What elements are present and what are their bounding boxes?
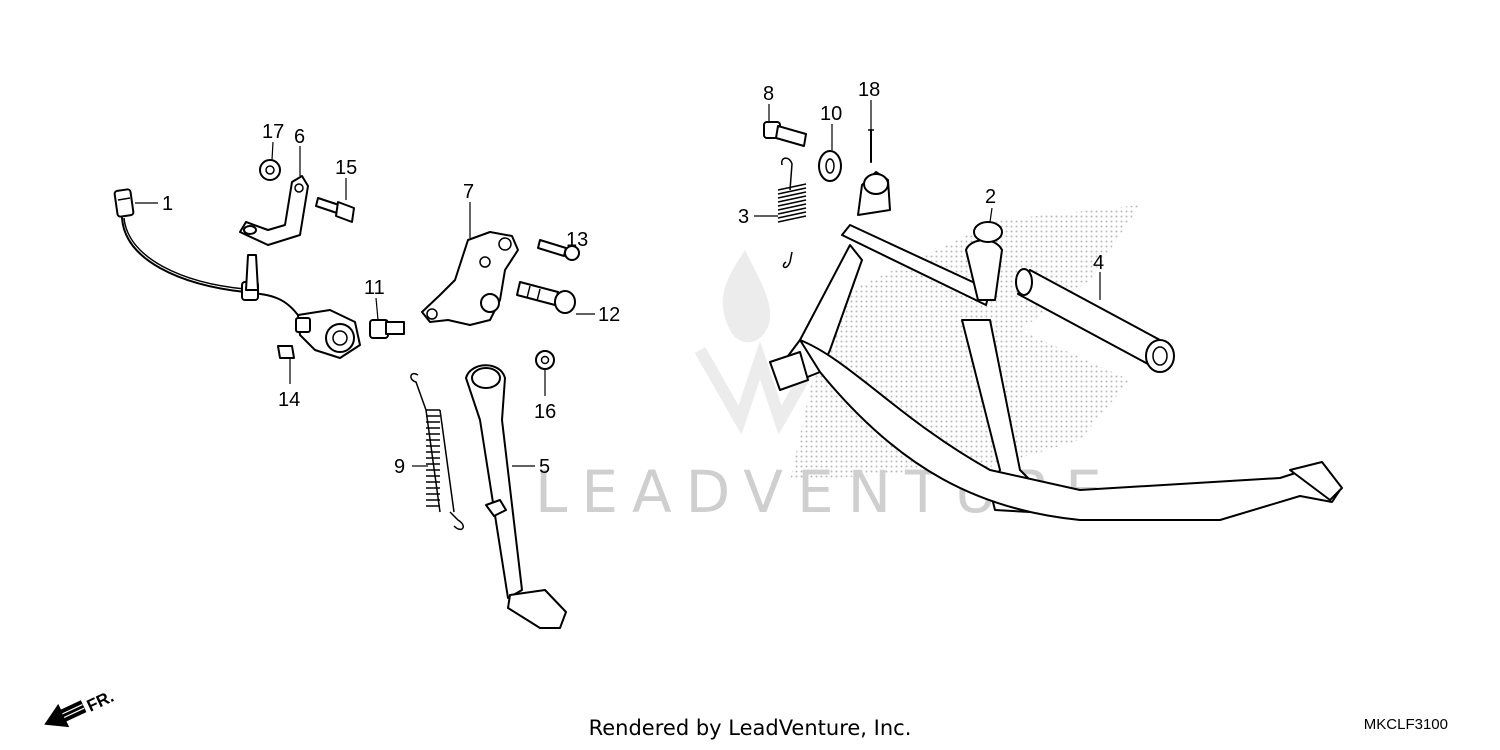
callout-2: 2 xyxy=(985,186,996,208)
callout-18: 18 xyxy=(858,79,880,101)
part-side-stand-switch[interactable] xyxy=(113,188,361,359)
diagram-code: MKCLF3100 xyxy=(1363,716,1448,733)
part-spring-9[interactable] xyxy=(410,372,464,531)
callout-10: 10 xyxy=(820,103,842,125)
part-pivot-bolt[interactable] xyxy=(763,121,807,147)
footer-credit: Rendered by LeadVenture, Inc. xyxy=(588,716,912,740)
callout-1: 1 xyxy=(162,193,173,215)
watermark-flame-icon xyxy=(722,250,771,343)
callout-3: 3 xyxy=(738,206,749,228)
callout-8: 8 xyxy=(763,83,774,105)
watermark-v-icon xyxy=(694,341,826,435)
callout-15: 15 xyxy=(335,157,357,179)
callout-numbers: 1 2 3 4 5 6 7 8 9 10 11 12 13 14 15 16 1… xyxy=(162,79,1104,478)
callout-17: 17 xyxy=(262,121,284,143)
callout-13: 13 xyxy=(566,229,588,251)
part-bolt-14[interactable] xyxy=(277,345,295,359)
part-main-stand[interactable] xyxy=(769,171,1343,521)
part-bolt-12[interactable] xyxy=(516,281,576,314)
callout-5: 5 xyxy=(539,456,550,478)
callout-16: 16 xyxy=(534,401,556,423)
part-bolt-13[interactable] xyxy=(537,239,580,261)
part-pin[interactable] xyxy=(868,129,874,163)
part-nut-16[interactable] xyxy=(535,350,555,370)
part-bolt-11[interactable] xyxy=(369,319,405,339)
leader-lines xyxy=(135,100,1101,467)
part-switch-plate[interactable] xyxy=(421,231,519,326)
watermark-wing-logo xyxy=(790,205,1140,480)
callout-12: 12 xyxy=(598,304,620,326)
callout-6: 6 xyxy=(294,126,305,148)
part-side-stand[interactable] xyxy=(465,364,567,629)
part-nut-17[interactable] xyxy=(259,159,281,181)
part-bracket[interactable] xyxy=(239,175,309,291)
front-marker-label: FR. xyxy=(84,687,117,716)
part-pipe[interactable] xyxy=(1015,268,1175,373)
callout-11: 11 xyxy=(364,277,385,299)
callout-7: 7 xyxy=(463,181,474,203)
callout-14: 14 xyxy=(278,389,300,411)
part-bolt-15[interactable] xyxy=(315,197,355,223)
part-spring-3[interactable] xyxy=(777,157,807,269)
callout-4: 4 xyxy=(1093,252,1104,274)
part-washer[interactable] xyxy=(818,150,842,182)
callout-9: 9 xyxy=(394,456,405,478)
